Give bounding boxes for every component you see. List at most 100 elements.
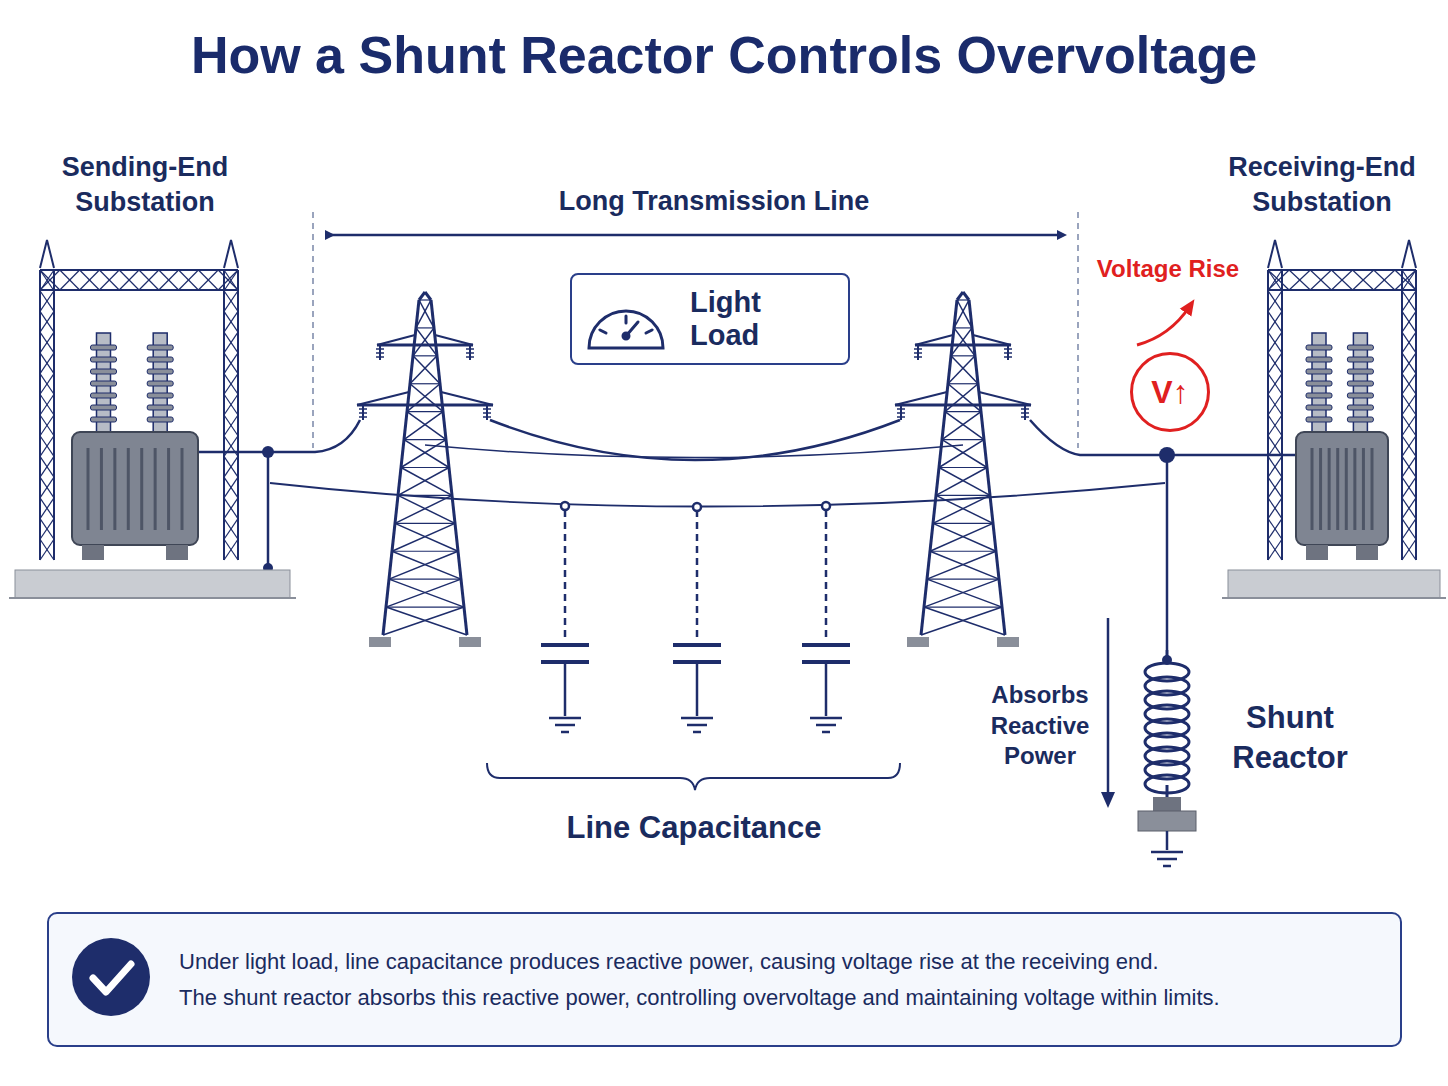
lattice-stroke [224, 539, 238, 560]
cross-arm [915, 344, 1011, 347]
lattice-stroke [383, 607, 464, 635]
bushing-shed [91, 357, 117, 362]
conductors [198, 420, 1296, 650]
junction-dot [262, 446, 274, 458]
gauge-icon [589, 311, 663, 348]
lattice-stroke [419, 300, 434, 328]
lattice-stroke [416, 328, 437, 356]
tower-leg [425, 292, 431, 300]
lattice-stroke [948, 384, 981, 412]
lattice-stroke [927, 579, 999, 580]
lattice-stroke [936, 495, 990, 496]
radiator-fin [140, 448, 143, 530]
check-icon [72, 938, 150, 1016]
lattice-stroke [224, 436, 238, 457]
lattice-stroke [218, 270, 238, 290]
bushing-shed [91, 381, 117, 386]
lattice-stroke [40, 456, 54, 477]
insulator [897, 408, 905, 410]
insulator [914, 348, 922, 350]
span-label: Long Transmission Line [504, 184, 924, 219]
lattice-stroke [1268, 456, 1282, 477]
cross-arm [357, 392, 409, 405]
lattice-stroke [40, 539, 54, 560]
tower-foot [997, 637, 1019, 647]
lattice-stroke [1268, 477, 1282, 498]
lattice-stroke [945, 384, 978, 412]
ground-symbol [555, 724, 575, 727]
lattice-stroke [40, 456, 54, 477]
lattice-stroke [1268, 498, 1282, 519]
radiator-fin [1336, 448, 1339, 530]
note-box: Under light load, line capacitance produ… [47, 912, 1402, 1047]
bushing-shed [1306, 369, 1332, 374]
lattice-stroke [224, 436, 238, 457]
note-fill [47, 912, 1402, 1047]
lattice-stroke [1402, 519, 1416, 540]
insulator [483, 408, 491, 410]
lattice-stroke [1374, 270, 1395, 290]
lattice-stroke [921, 607, 1002, 635]
lattice-stroke [951, 356, 978, 384]
radiator-fin [1328, 448, 1331, 530]
lattice-stroke [416, 300, 431, 328]
cross-arm [895, 404, 1031, 407]
bushing-shed [1306, 417, 1332, 422]
lattice-stroke [410, 383, 440, 384]
dimension-extension [1077, 212, 1079, 448]
lattice-stroke [386, 607, 467, 635]
lattice-stroke [942, 439, 984, 440]
lattice-stroke [933, 523, 996, 551]
lattice-stroke [401, 468, 452, 496]
insulator [897, 412, 905, 414]
lattice-stroke [159, 270, 179, 290]
lattice-stroke [198, 270, 218, 290]
tower-leg [963, 292, 969, 300]
lattice-stroke [224, 519, 238, 540]
lattice-stroke [1268, 374, 1282, 395]
lattice-stroke [224, 415, 238, 436]
lattice-stroke [413, 355, 437, 356]
insulator [359, 408, 367, 410]
check-mark [93, 964, 131, 992]
lattice-stroke [404, 439, 446, 440]
insulator [1021, 412, 1029, 414]
lattice-stroke [1402, 415, 1416, 436]
lattice-stroke [224, 539, 238, 560]
insulator [914, 352, 922, 354]
lattice-stroke [1353, 270, 1374, 290]
lattice-stroke [40, 498, 54, 519]
lattice-stroke [957, 300, 972, 328]
insulator [914, 356, 922, 358]
lattice-stroke [224, 456, 238, 477]
lattice-stroke [198, 270, 218, 290]
lattice-stroke [40, 436, 54, 457]
transformer-foot [82, 545, 104, 560]
lattice-stroke [224, 291, 238, 312]
lattice-stroke [933, 495, 990, 523]
lattice-stroke [930, 523, 993, 551]
lattice-stroke [1268, 394, 1282, 415]
lattice-stroke [1395, 270, 1416, 290]
lattice-stroke [948, 383, 978, 384]
lattice-stroke [1310, 270, 1331, 290]
lattice-stroke [1268, 332, 1282, 353]
lattice-stroke [40, 332, 54, 353]
lattice-stroke [139, 270, 159, 290]
lattice-stroke [40, 539, 54, 560]
title: How a Shunt Reactor Controls Overvoltage [0, 22, 1448, 90]
line-capacitors [541, 502, 850, 716]
lattice-stroke [1402, 456, 1416, 477]
transformer-tank [1296, 432, 1388, 545]
lattice-stroke [398, 468, 449, 496]
lattice-stroke [1268, 394, 1282, 415]
bushing-shed [1347, 417, 1373, 422]
insulator [1004, 356, 1012, 358]
lattice-stroke [392, 523, 455, 551]
wire [1166, 831, 1169, 850]
tower-foot [907, 637, 929, 647]
ground-symbol [561, 731, 569, 734]
lattice-stroke [386, 579, 461, 607]
ground-symbol [816, 724, 836, 727]
bushing-shed [91, 405, 117, 410]
